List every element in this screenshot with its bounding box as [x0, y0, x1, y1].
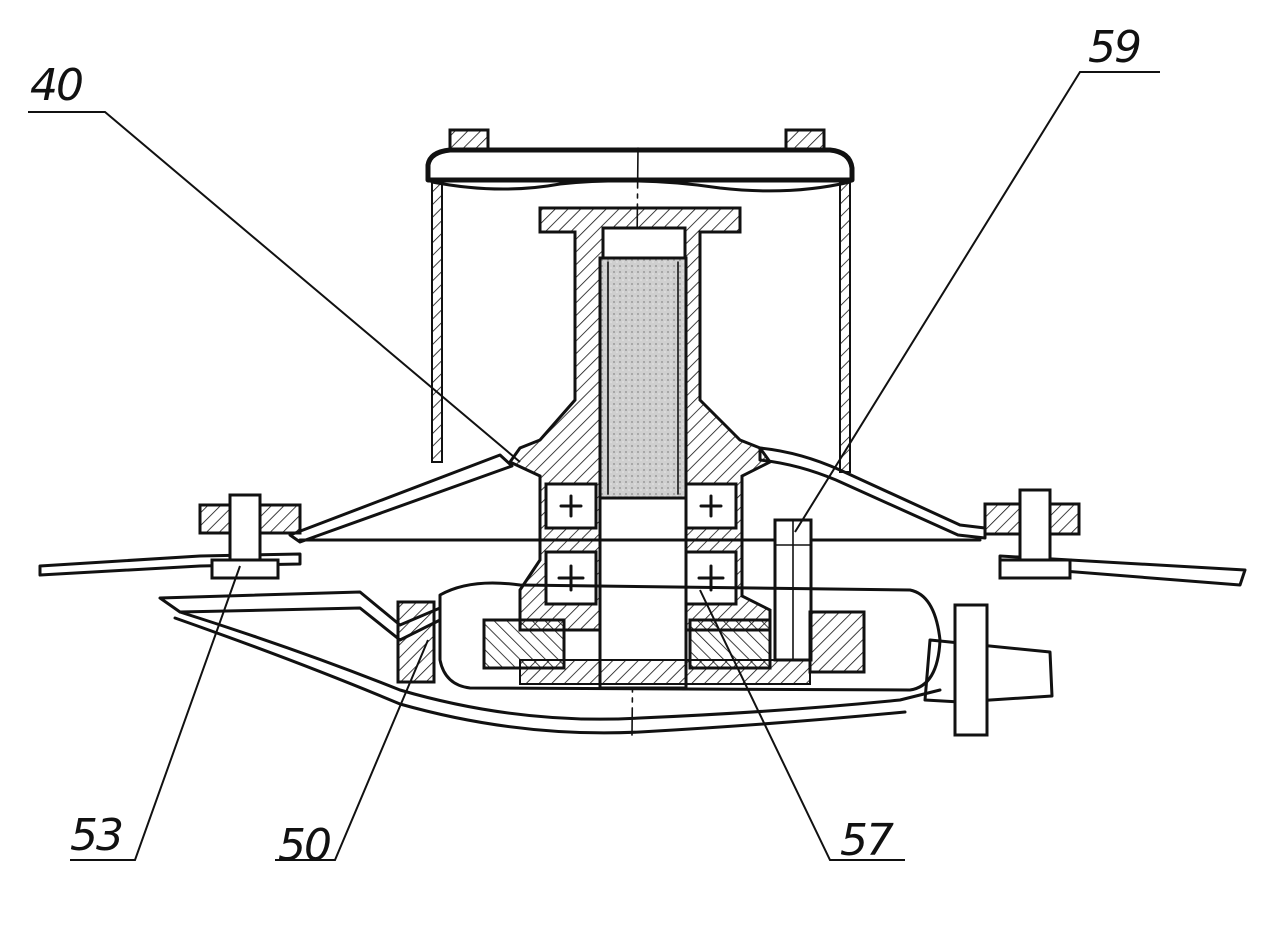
callout-53: 53 — [70, 810, 122, 861]
leader-lines — [28, 71, 1160, 861]
callout-40: 40 — [30, 60, 82, 111]
callout-50: 50 — [278, 820, 330, 871]
bearing-upper-right — [684, 482, 738, 530]
bolt-left — [198, 493, 302, 580]
bearing-upper-left — [544, 482, 598, 530]
top-bolt-right — [784, 128, 826, 152]
bearing-lower-right — [684, 550, 738, 606]
top-bolt-left — [448, 128, 490, 152]
hub-assembly — [507, 206, 773, 690]
callout-57: 57 — [840, 815, 894, 866]
bearing-lower-left — [544, 550, 598, 606]
knife-left — [38, 552, 302, 577]
callout-59: 59 — [1088, 22, 1140, 73]
right-arm — [923, 603, 1054, 737]
bolt-right — [983, 488, 1081, 580]
